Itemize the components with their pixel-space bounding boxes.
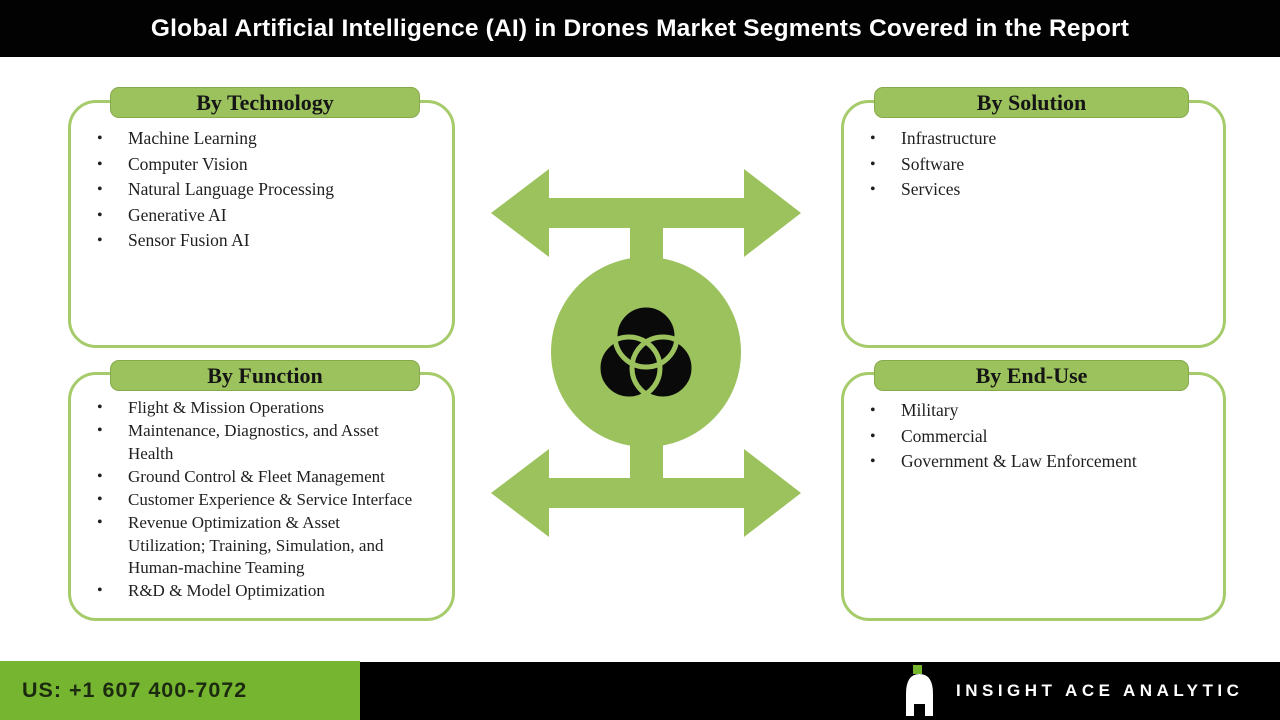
list-item-text: Sensor Fusion AI xyxy=(128,230,250,250)
bullet-icon xyxy=(97,419,103,442)
list-item-text: Ground Control & Fleet Management xyxy=(128,466,385,486)
list-item: Revenue Optimization & Asset Utilization… xyxy=(71,512,438,579)
list-item-text: Military xyxy=(901,400,959,420)
segment-list-technology: Machine Learning Computer Vision Natural… xyxy=(71,103,452,252)
bullet-icon xyxy=(97,511,103,534)
title-bar: Global Artificial Intelligence (AI) in D… xyxy=(0,0,1280,57)
bullet-icon xyxy=(97,152,103,177)
list-item-text: Infrastructure xyxy=(901,128,997,148)
list-item: Ground Control & Fleet Management xyxy=(71,466,438,488)
brand-name: INSIGHT ACE ANALYTIC xyxy=(956,681,1244,700)
segment-box-technology: Machine Learning Computer Vision Natural… xyxy=(68,100,455,348)
footer-bar: INSIGHT ACE ANALYTIC xyxy=(355,662,1280,720)
phone-number: US: +1 607 400-7072 xyxy=(22,678,248,702)
bullet-icon xyxy=(97,579,103,602)
list-item: Machine Learning xyxy=(71,127,438,150)
segment-tab-solution: By Solution xyxy=(874,87,1189,118)
center-graphic xyxy=(491,169,801,537)
insightace-logo-icon xyxy=(906,665,933,716)
venn-circles-icon xyxy=(595,302,697,402)
segment-tab-label: By End-Use xyxy=(975,362,1088,388)
list-item: Military xyxy=(844,399,1209,422)
bullet-icon xyxy=(97,126,103,151)
bullet-icon xyxy=(97,228,103,253)
list-item-text: Natural Language Processing xyxy=(128,179,335,199)
list-item-text: Customer Experience & Service Interface xyxy=(128,490,413,510)
list-item: Sensor Fusion AI xyxy=(71,229,438,252)
segment-tab-label: By Solution xyxy=(976,89,1087,115)
segment-box-solution: Infrastructure Software Services xyxy=(841,100,1226,348)
list-item: Natural Language Processing xyxy=(71,178,438,201)
list-item: R&D & Model Optimization xyxy=(71,580,438,602)
list-item-text: Government & Law Enforcement xyxy=(901,451,1137,471)
segment-list-solution: Infrastructure Software Services xyxy=(844,103,1223,201)
list-item: Computer Vision xyxy=(71,153,438,176)
list-item-text: R&D & Model Optimization xyxy=(128,581,325,601)
list-item-text: Flight & Mission Operations xyxy=(128,398,324,417)
bullet-icon xyxy=(97,396,103,419)
bullet-icon xyxy=(97,488,103,511)
bullet-icon xyxy=(97,465,103,488)
list-item: Flight & Mission Operations xyxy=(71,397,438,419)
segment-box-function: Flight & Mission Operations Maintenance,… xyxy=(68,372,455,621)
segment-tab-function: By Function xyxy=(110,360,420,391)
list-item: Maintenance, Diagnostics, and Asset Heal… xyxy=(71,420,438,465)
list-item-text: Services xyxy=(901,179,961,199)
list-item: Infrastructure xyxy=(844,127,1209,150)
list-item-text: Revenue Optimization & Asset Utilization… xyxy=(128,513,384,578)
bullet-icon xyxy=(870,424,876,449)
list-item: Government & Law Enforcement xyxy=(844,450,1209,473)
bullet-icon xyxy=(870,126,876,151)
list-item: Commercial xyxy=(844,425,1209,448)
list-item-text: Machine Learning xyxy=(128,128,257,148)
bullet-icon xyxy=(870,449,876,474)
top-double-arrow-icon xyxy=(491,169,801,275)
segment-tab-label: By Function xyxy=(207,362,323,388)
segment-box-enduse: Military Commercial Government & Law Enf… xyxy=(841,372,1226,621)
list-item-text: Computer Vision xyxy=(128,153,248,174)
list-item: Generative AI xyxy=(71,204,438,227)
list-item-text: Software xyxy=(901,153,965,174)
segment-list-function: Flight & Mission Operations Maintenance,… xyxy=(71,375,452,603)
list-item-text: Generative AI xyxy=(128,204,227,225)
list-item-text: Commercial xyxy=(901,425,988,446)
segment-list-enduse: Military Commercial Government & Law Enf… xyxy=(844,375,1223,473)
bullet-icon xyxy=(97,177,103,202)
phone-bar: US: +1 607 400-7072 xyxy=(0,661,360,720)
list-item: Software xyxy=(844,153,1209,176)
bullet-icon xyxy=(870,177,876,202)
bullet-icon xyxy=(870,398,876,423)
segment-tab-label: By Technology xyxy=(196,89,334,115)
bullet-icon xyxy=(97,203,103,228)
bottom-double-arrow-icon xyxy=(491,430,801,537)
segment-tab-technology: By Technology xyxy=(110,87,420,118)
page-title: Global Artificial Intelligence (AI) in D… xyxy=(150,14,1130,42)
segment-tab-enduse: By End-Use xyxy=(874,360,1189,391)
list-item: Customer Experience & Service Interface xyxy=(71,489,438,511)
list-item-text: Maintenance, Diagnostics, and Asset Heal… xyxy=(128,421,379,463)
list-item: Services xyxy=(844,178,1209,201)
bullet-icon xyxy=(870,152,876,177)
